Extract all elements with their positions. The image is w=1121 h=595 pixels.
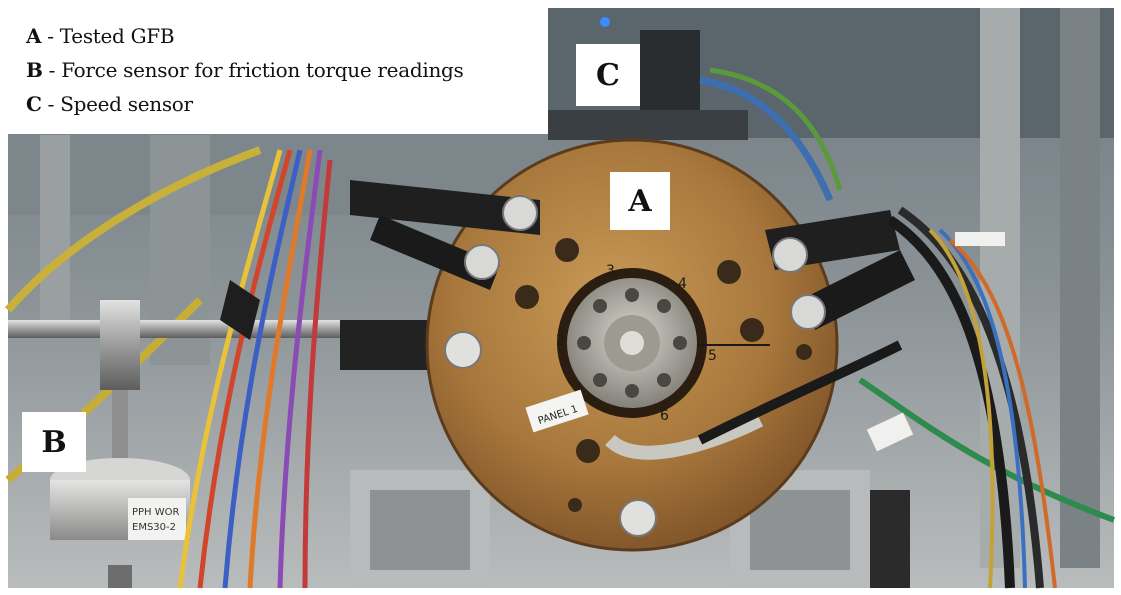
threaded-rod [8, 320, 358, 338]
svg-text:4: 4 [678, 276, 687, 292]
bg-profile [40, 135, 70, 335]
legend-panel: A - Tested GFB B - Force sensor for fric… [0, 0, 548, 134]
legend-item-a: A - Tested GFB [26, 24, 175, 48]
bg-profile [1060, 8, 1100, 568]
dark-block [870, 490, 910, 588]
blue-cable [699, 76, 834, 202]
socket-screws [515, 238, 812, 512]
svg-text:3: 3 [606, 263, 615, 279]
cable-tag-2 [955, 232, 1005, 246]
disc-rim [425, 138, 839, 552]
label-b: B [22, 412, 86, 472]
sensor-text-2: EMS30-2 [132, 522, 176, 533]
shaft-center [620, 331, 644, 355]
right-arm-bracket-2 [800, 250, 915, 330]
sensor-base [108, 565, 132, 588]
label-a: A [610, 172, 670, 230]
profile-slot [370, 490, 470, 570]
legend-item-c: C - Speed sensor [26, 92, 193, 116]
sensor-text-1: PPH WOR [132, 507, 180, 518]
panel-tag [525, 389, 589, 433]
svg-text:5: 5 [708, 348, 717, 364]
profile-slot [750, 490, 850, 570]
green-cable-lower [858, 377, 1116, 523]
yellow-cable [4, 146, 262, 313]
disc-marks: 3 4 5 6 2 [556, 263, 717, 424]
foil-strap [605, 413, 764, 460]
wire-bundle-right [887, 206, 1057, 589]
cable-tag [866, 412, 914, 452]
wire-bundle-left [177, 149, 333, 589]
legend-item-b: B - Force sensor for friction torque rea… [26, 58, 464, 82]
svg-text:2: 2 [556, 333, 565, 349]
black-cable [697, 340, 903, 445]
rod-clamp [100, 300, 140, 390]
sensor-stud [112, 390, 128, 470]
upper-arm-bracket [350, 180, 540, 235]
label-c: C [576, 44, 640, 106]
svg-text:6: 6 [660, 408, 669, 424]
bolt-group [444, 195, 826, 537]
hub-holes [577, 288, 687, 398]
sensor-label [128, 498, 186, 540]
indicator-led [600, 17, 610, 27]
sensor-mount [548, 110, 748, 140]
green-cable [709, 67, 843, 191]
